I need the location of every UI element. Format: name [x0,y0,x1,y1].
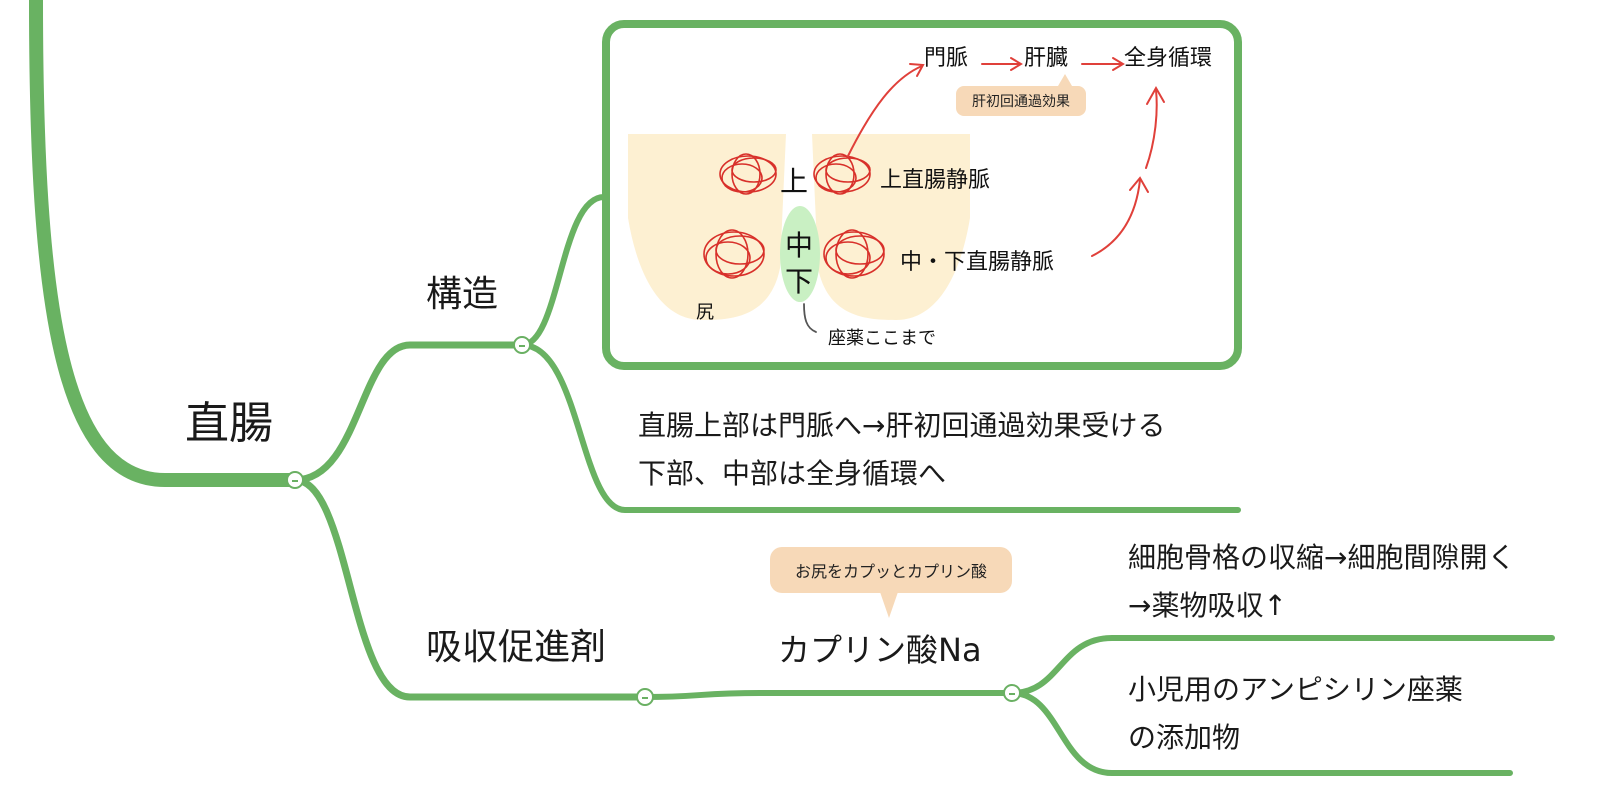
label-liver: 肝臓 [1024,46,1069,71]
leaf-mechanism-line2: →薬物吸収↑ [1128,589,1287,622]
label-upper-mark: 上 [780,165,809,198]
vein-scribble-upper-left [719,153,777,195]
label-buttock: 尻 [696,302,714,323]
structure-note-line1: 直腸上部は門脈へ→肝初回通過効果受ける [638,409,1166,442]
structure-note[interactable]: 直腸上部は門脈へ→肝初回通過効果受ける 下部、中部は全身循環へ [638,402,1165,498]
label-mid-lower-rectal-vein: 中・下直腸静脈 [900,250,1055,275]
root-topic[interactable]: 直腸 [185,398,273,449]
collapse-toggle-structure[interactable] [513,336,531,354]
branch-structure-image [519,194,607,348]
arrow-liver-to-systemic [1081,57,1125,71]
callout-caprate-tail [880,592,898,618]
label-upper-rectal-vein: 上直腸静脈 [880,168,991,193]
label-systemic-circulation: 全身循環 [1124,46,1213,71]
leaf-mechanism[interactable]: 細胞骨格の収縮→細胞間隙開く →薬物吸収↑ [1128,534,1515,630]
branch-caprate-leaf2 [1009,690,1513,776]
collapse-toggle-enhancer[interactable] [636,688,654,706]
rectum-illustration[interactable]: 門脈 肝臓 全身循環 肝初回通過効果 上 中 下 上直腸静脈 中・下直腸静脈 尻… [602,20,1242,370]
illustration-drawing [628,57,1165,333]
vein-scribble-lower-left [703,229,765,279]
topic-absorption-enhancer[interactable]: 吸収促進剤 [426,627,607,668]
leaf-ampicillin-additive[interactable]: 小児用のアンピシリン座薬 の添加物 [1128,666,1463,762]
arrow-portal-to-liver [981,57,1023,71]
callout-first-pass: 肝初回通過効果 [956,86,1086,116]
structure-note-line2: 下部、中部は全身循環へ [638,457,947,490]
vein-scribble-lower-right [823,229,885,279]
collapse-toggle-root[interactable] [286,471,304,489]
leaf-mechanism-line1: 細胞骨格の収縮→細胞間隙開く [1128,541,1516,574]
branch-root-structure [291,341,526,484]
arrow-midlower-vein-to-systemic [1091,85,1165,257]
branch-incoming [29,0,302,487]
label-portal-vein: 門脈 [924,46,969,71]
branch-caprate-leaf1 [1009,635,1555,696]
label-suppository-limit: 座薬ここまで [828,328,936,349]
leaf-ampicillin-line1: 小児用のアンピシリン座薬 [1128,673,1463,706]
arrow-upper-vein-to-portal [847,63,925,157]
callout-first-pass-text: 肝初回通過効果 [972,94,1070,110]
callout-caprate-text: お尻をカプッとカプリン酸 [794,562,987,581]
vein-scribble-upper-right [813,153,871,195]
topic-structure[interactable]: 構造 [426,274,499,315]
suppository-leader [803,303,817,333]
topic-sodium-caprate[interactable]: カプリン酸Na [778,631,982,669]
callout-first-pass-tail [1058,74,1072,86]
buttock-left-shape [628,134,786,320]
label-mid-mark: 中 [785,229,814,262]
leaf-ampicillin-line2: の添加物 [1128,721,1241,754]
callout-caprate-mnemonic: お尻をカプッとカプリン酸 [770,547,1012,593]
branch-root-enhancer [291,476,649,701]
collapse-toggle-caprate[interactable] [1003,684,1021,702]
branch-structure-note [519,342,1241,513]
mid-lower-oval [780,206,820,302]
label-lower-mark: 下 [785,265,814,298]
branch-enhancer-caprate [642,690,1015,700]
